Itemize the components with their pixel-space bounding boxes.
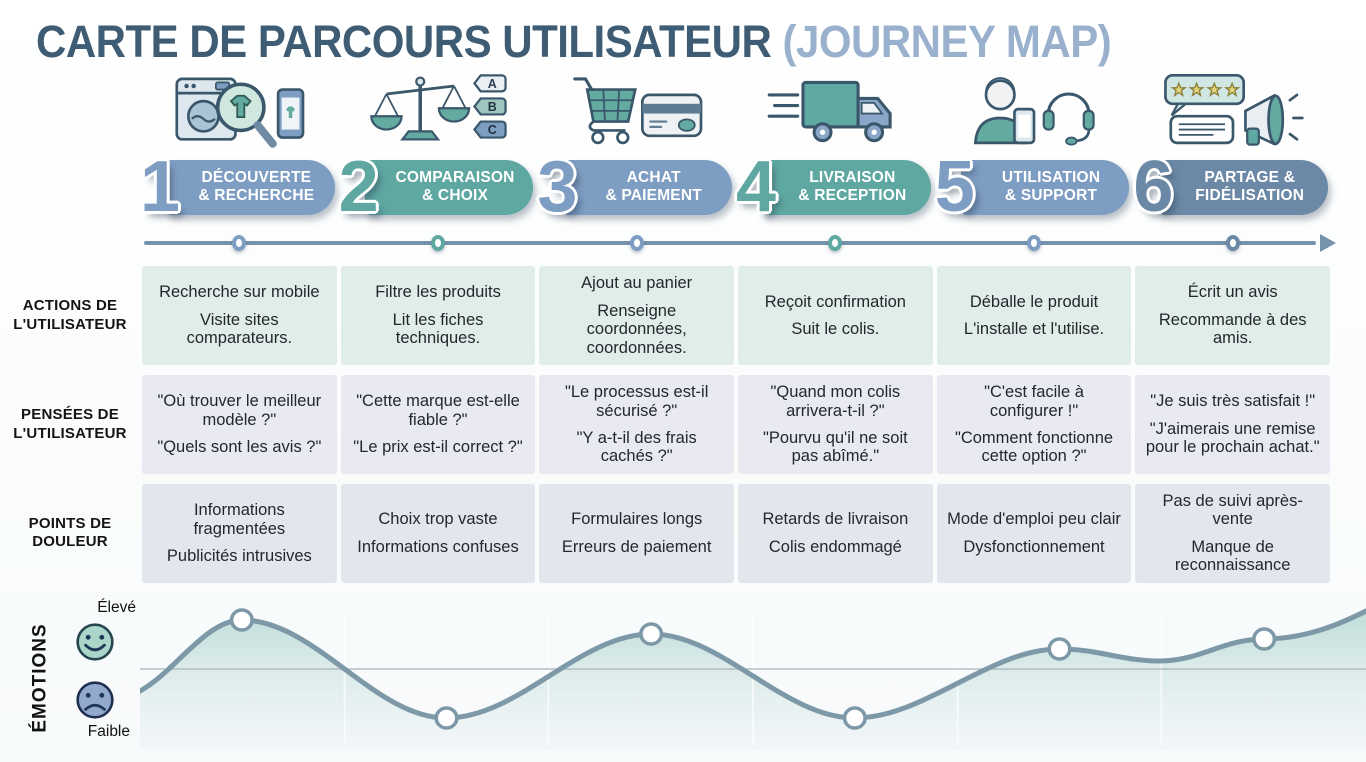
emotion-point-2	[434, 706, 459, 730]
timeline-arrow-icon	[1320, 234, 1336, 253]
cart-credit-card-icon	[555, 66, 719, 154]
journey-timeline	[140, 224, 1336, 262]
emotion-curve-line	[140, 608, 1366, 721]
journey-rows: ACTIONS DE L'UTILISATEUR Recherche sur m…	[0, 266, 1332, 583]
emotion-point-4	[842, 706, 867, 730]
row-pain-points: POINTS DE DOULEUR Informations fragmenté…	[0, 483, 1332, 583]
stage-4-livraison: 4 LIVRAISON & RECEPTION	[736, 66, 935, 228]
stage-1-decouverte: 1 DÉCOUVERTE & RECHERCHE	[140, 66, 339, 228]
timeline-dot-4	[828, 235, 843, 252]
stage-label: DÉCOUVERTE & RECHERCHE	[166, 159, 335, 215]
timeline-dot-1	[232, 235, 247, 252]
stage-number: 2	[338, 147, 379, 228]
emotion-curve-chart	[140, 608, 1366, 749]
stage-2-comparaison: A B C 2 COMPARAISON & CHOIX	[338, 66, 538, 228]
timeline-dot-5	[1027, 235, 1042, 252]
stage-label: LIVRAISON & RECEPTION	[762, 159, 931, 215]
stage-3-achat: 3 ACHAT & PAIEMENT	[537, 66, 736, 228]
emotion-point-1	[229, 608, 254, 632]
column-gridlines	[343, 614, 1163, 745]
thoughts-cell-3: "Le processus est-il sécurisé ?""Y a-t-i…	[539, 375, 735, 474]
thoughts-cell-5: "C'est facile à configurer !""Comment fo…	[936, 375, 1132, 474]
stage-label: COMPARAISON & CHOIX	[364, 159, 534, 215]
stage-banner-5: 5 UTILISATION & SUPPORT	[934, 147, 1134, 228]
stage-banner-4: 4 LIVRAISON & RECEPTION	[736, 147, 935, 228]
thoughts-cell-1: "Où trouver le meilleur modèle ?""Quels …	[142, 375, 337, 474]
balance-scale-abc-icon: A B C	[356, 66, 520, 154]
washing-machine-search-icon	[157, 66, 321, 154]
row-user-thoughts: PENSÉES DE L'UTILISATEUR "Où trouver le …	[0, 375, 1332, 474]
stage-banner-6: 6 PARTAGE & FIDÉLISATION	[1133, 147, 1332, 228]
emotions-high-label: Élevé	[97, 598, 136, 616]
emotion-point-5	[1047, 637, 1072, 661]
delivery-truck-icon	[753, 66, 917, 154]
user-support-headset-icon	[952, 66, 1116, 154]
stages-row: 1 DÉCOUVERTE & RECHERCHE A	[140, 66, 1332, 228]
emotion-point-6	[1252, 627, 1277, 651]
emotions-axis-label: ÉMOTIONS	[30, 623, 51, 733]
stage-number: 6	[1133, 147, 1174, 228]
emotions-section: ÉMOTIONS Élevé Faible	[0, 593, 1366, 762]
stage-label: PARTAGE & FIDÉLISATION	[1159, 159, 1329, 215]
row-label-thoughts: PENSÉES DE L'UTILISATEUR	[13, 405, 127, 442]
thoughts-cell-6: "Je suis très satisfait !""J'aimerais un…	[1135, 375, 1331, 474]
timeline-line	[144, 241, 1316, 246]
emotions-axis-gutter: ÉMOTIONS Élevé Faible	[0, 593, 140, 762]
stage-number: 1	[140, 147, 181, 228]
stage-label: UTILISATION & SUPPORT	[960, 159, 1130, 215]
emotions-low-label: Faible	[87, 722, 130, 740]
review-stars-megaphone-icon	[1151, 66, 1315, 154]
stage-number: 5	[934, 147, 975, 228]
tag-a-label: A	[488, 77, 497, 91]
tag-c-label: C	[488, 123, 497, 137]
emotion-point-3	[639, 622, 664, 646]
stage-6-partage: 6 PARTAGE & FIDÉLISATION	[1133, 66, 1332, 228]
row-label-pain: POINTS DE DOULEUR	[28, 514, 112, 551]
thoughts-cell-2: "Cette marque est-elle fiable ?""Le prix…	[340, 375, 536, 474]
timeline-dot-3	[629, 235, 644, 252]
page-title-accent: (JOURNEY MAP)	[782, 16, 1112, 67]
stage-label: ACHAT & PAIEMENT	[563, 159, 733, 215]
stage-number: 4	[736, 147, 777, 228]
stage-banner-1: 1 DÉCOUVERTE & RECHERCHE	[140, 147, 339, 228]
sad-face-icon	[76, 681, 114, 719]
page-title: CARTE DE PARCOURS UTILISATEUR (JOURNEY M…	[0, 0, 1366, 69]
stage-5-utilisation: 5 UTILISATION & SUPPORT	[934, 66, 1134, 228]
timeline-dot-2	[431, 235, 445, 252]
happy-face-icon	[76, 623, 114, 661]
stage-number: 3	[537, 147, 578, 228]
stage-banner-3: 3 ACHAT & PAIEMENT	[537, 147, 736, 228]
timeline-dot-6	[1225, 235, 1240, 252]
emotion-points	[229, 608, 1277, 730]
row-user-actions: ACTIONS DE L'UTILISATEUR Recherche sur m…	[0, 266, 1332, 366]
thoughts-cell-4: "Quand mon colis arrivera-t-il ?""Pourvu…	[738, 375, 933, 474]
tag-b-label: B	[488, 100, 497, 114]
stage-banner-2: 2 COMPARAISON & CHOIX	[338, 147, 538, 228]
page-title-main: CARTE DE PARCOURS UTILISATEUR	[36, 16, 783, 67]
row-label-actions: ACTIONS DE L'UTILISATEUR	[13, 296, 127, 333]
